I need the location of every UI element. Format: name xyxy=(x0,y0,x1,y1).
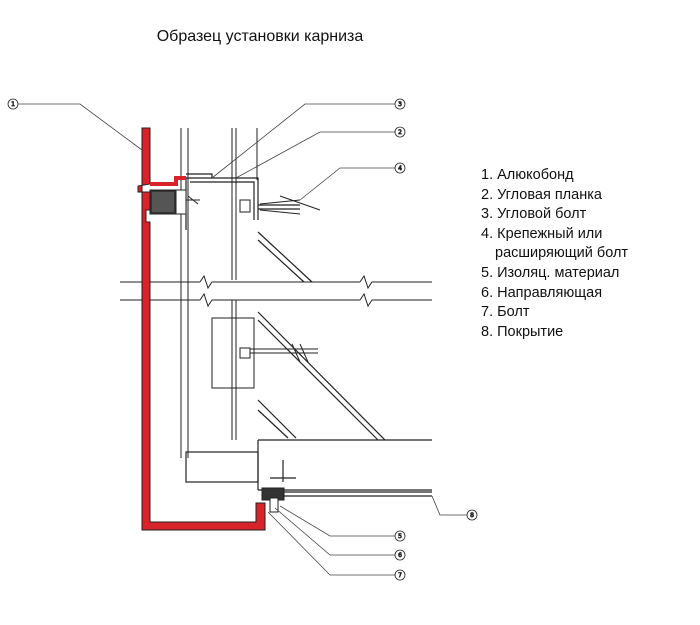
svg-text:5: 5 xyxy=(398,533,402,540)
legend-item: 7. Болт xyxy=(481,304,530,321)
svg-text:8: 8 xyxy=(470,512,474,519)
callout-marker: 3 xyxy=(394,98,406,110)
insulation-block xyxy=(149,189,200,215)
parts-legend: 1. Алюкобонд 2. Угловая планка 3. Углово… xyxy=(481,166,628,342)
callout-marker: 5 xyxy=(394,530,406,542)
callout-marker: 2 xyxy=(394,126,406,138)
svg-text:4: 4 xyxy=(398,165,402,172)
legend-item: 4. Крепежный или xyxy=(481,225,603,242)
legend-item: 5. Изоляц. материал xyxy=(481,264,620,281)
upper-bracket xyxy=(185,173,300,230)
middle-plate xyxy=(211,317,318,389)
legend-item: 8. Покрытие xyxy=(481,323,564,340)
lower-beam xyxy=(185,439,432,497)
legend-item: 1. Алюкобонд xyxy=(481,167,574,183)
legend-item: 6. Направляющая xyxy=(481,284,603,301)
svg-text:3: 3 xyxy=(398,101,402,108)
callout-markers: 1 2 3 4 5 6 7 8 xyxy=(7,98,478,581)
callout-marker: 8 xyxy=(466,509,478,521)
callout-leaders xyxy=(18,103,468,576)
expansion-bolt xyxy=(239,195,321,215)
break-line xyxy=(120,274,432,308)
diagonal-struts xyxy=(257,231,386,441)
svg-text:6: 6 xyxy=(398,552,402,559)
wall-structure xyxy=(180,128,258,458)
svg-text:2: 2 xyxy=(398,129,402,136)
svg-text:7: 7 xyxy=(398,572,402,579)
legend-item: 2. Угловая планка xyxy=(481,186,602,203)
callout-marker: 4 xyxy=(394,162,406,174)
diagram-title: Образец установки карниза xyxy=(156,28,364,45)
legend-item: 3. Угловой болт xyxy=(481,206,587,223)
legend-item-continuation: расширяющий болт xyxy=(495,245,629,262)
svg-text:1: 1 xyxy=(11,101,15,108)
callout-marker: 6 xyxy=(394,549,406,561)
callout-marker: 1 xyxy=(7,98,19,110)
alucobond-panel xyxy=(137,127,266,531)
callout-marker: 7 xyxy=(394,569,406,581)
lower-fixing xyxy=(261,487,285,513)
